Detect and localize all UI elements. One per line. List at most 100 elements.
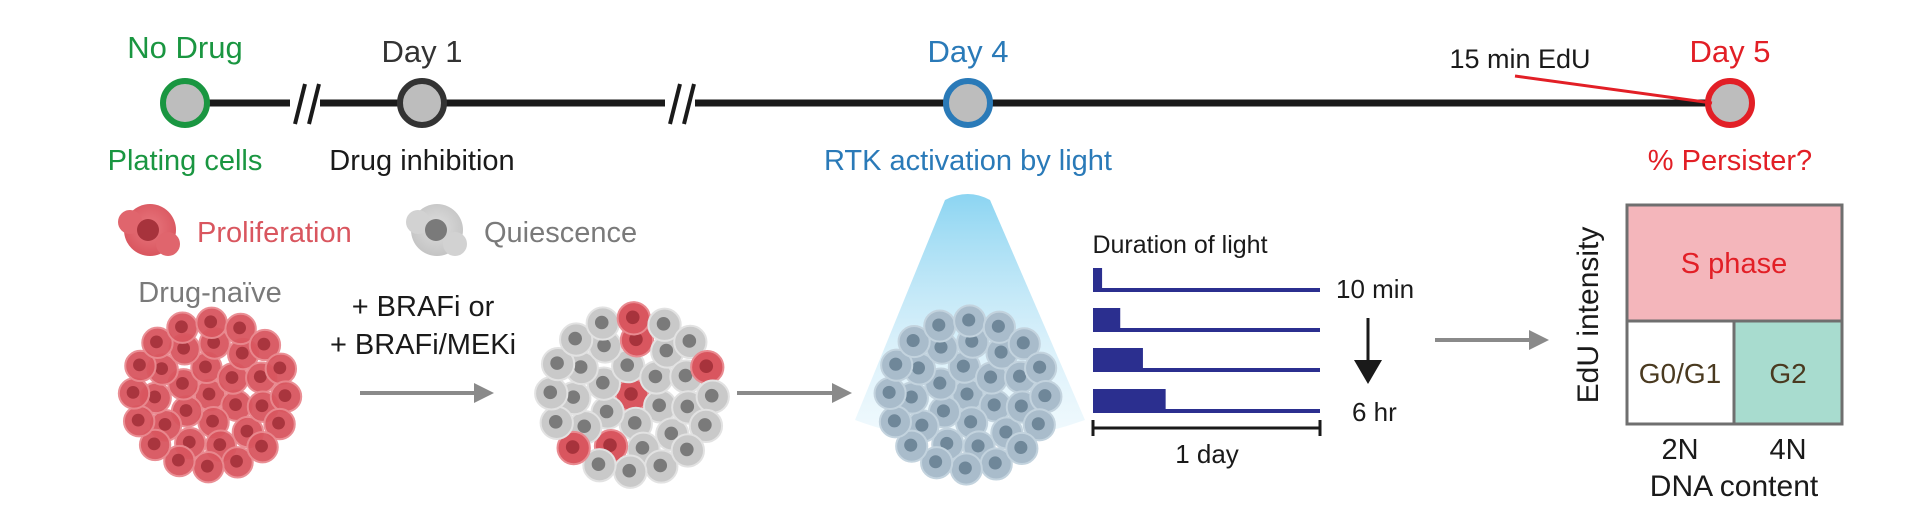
proliferation-cell-icon [118, 204, 180, 256]
cell [695, 379, 730, 414]
light-duration-row [1093, 268, 1320, 292]
cell [982, 310, 1016, 344]
plot-xlabel: DNA content [1650, 470, 1819, 503]
cell [878, 405, 912, 439]
cell [1029, 380, 1063, 414]
time-scale-label: 1 day [1175, 439, 1239, 469]
cell [269, 380, 303, 413]
cell [122, 404, 156, 438]
plot-ylabel: EdU intensity [1572, 227, 1605, 404]
timeline-marker-no-drug [160, 78, 210, 128]
cell [263, 407, 296, 441]
light-activated-cell-cluster [873, 304, 1063, 486]
cell [166, 311, 199, 344]
cell [613, 454, 648, 489]
light-duration-row [1093, 308, 1320, 332]
light-duration-title: Duration of light [1092, 231, 1267, 259]
drug-naive-label: Drug-naïve [138, 277, 281, 309]
timeline-marker-day4 [943, 78, 993, 128]
g2-region [1734, 321, 1842, 424]
treatment-label-line2: + BRAFi/MEKi [330, 329, 516, 361]
event-title-day4: Day 4 [928, 34, 1009, 69]
cell [920, 446, 954, 480]
g2-label: G2 [1769, 358, 1806, 389]
cell-cycle-plot: S phase G0/G1 G2 EdU intensity 2N 4N DNA… [1572, 203, 1844, 503]
cell-state-legend: Proliferation Quiescence [118, 204, 637, 256]
g0g1-region [1627, 321, 1734, 424]
light-pulse-bar [1093, 348, 1143, 370]
light-duration-row [1093, 348, 1320, 372]
event-title-day5: Day 5 [1690, 34, 1771, 69]
cell [582, 448, 617, 483]
drug-naive-cell-cluster [117, 306, 303, 484]
s-phase-label: S phase [1681, 248, 1787, 280]
cell [897, 324, 931, 359]
cell [117, 377, 151, 410]
timeline-break-1 [290, 83, 321, 125]
light-pulse-bar [1093, 389, 1166, 411]
light-duration-min-label: 10 min [1336, 274, 1414, 304]
cell [873, 376, 907, 410]
cell [1005, 431, 1039, 466]
light-duration-panel: Duration of light 10 min 6 hr 1 day [1091, 231, 1414, 469]
event-title-no-drug: No Drug [127, 30, 242, 65]
drug-treated-cell-cluster [534, 301, 730, 489]
edu-pulse-label: 15 min EdU [1449, 44, 1590, 74]
legend-proliferation-label: Proliferation [197, 217, 352, 249]
timeline-marker-day5 [1705, 78, 1755, 128]
cell [559, 322, 594, 357]
cell [895, 429, 929, 463]
cell [264, 352, 298, 386]
cell [1007, 327, 1041, 361]
cell [192, 450, 225, 484]
edu-pulse-pointer [1514, 74, 1713, 105]
tick-4n: 4N [1769, 434, 1806, 466]
timeline: No Drug Day 1 Day 4 Day 5 15 min EdU Pla… [108, 30, 1813, 177]
cell [639, 360, 674, 395]
cell [190, 351, 223, 385]
timeline-break-2 [665, 83, 696, 125]
cell [124, 349, 157, 383]
s-phase-region [1627, 205, 1842, 321]
event-title-day1: Day 1 [382, 34, 463, 69]
event-caption-plating: Plating cells [108, 145, 263, 177]
cell [974, 361, 1009, 395]
cell [670, 433, 705, 468]
cell [949, 452, 983, 486]
cell [540, 346, 576, 382]
cell [616, 301, 651, 336]
light-pulse-bar [1093, 268, 1103, 290]
cell [163, 444, 196, 478]
cell [923, 309, 957, 343]
light-duration-bars [1093, 268, 1320, 413]
timeline-marker-day1 [397, 78, 447, 128]
cell [979, 447, 1013, 481]
cell [141, 326, 174, 360]
event-caption-drug-inhibition: Drug inhibition [329, 145, 514, 177]
cell [224, 312, 257, 346]
cell [1022, 408, 1056, 442]
light-duration-row [1093, 389, 1320, 413]
tick-2n: 2N [1661, 434, 1698, 466]
cell [880, 348, 914, 382]
cell [953, 304, 987, 338]
event-caption-rtk-activation: RTK activation by light [824, 145, 1112, 177]
cell [688, 408, 724, 444]
cell [1024, 351, 1058, 385]
duration-increase-arrowhead [1354, 360, 1382, 384]
legend-quiescence-label: Quiescence [484, 217, 637, 249]
cell [673, 324, 708, 360]
cell [248, 328, 282, 362]
cell [556, 430, 591, 466]
cell [195, 306, 228, 340]
light-pulse-bar [1093, 308, 1121, 330]
cell [647, 307, 682, 342]
time-scale-bracket [1091, 420, 1322, 436]
cell [585, 306, 620, 341]
event-caption-persister: % Persister? [1648, 145, 1812, 177]
cell [246, 430, 279, 464]
cell [534, 376, 569, 411]
light-duration-max-label: 6 hr [1352, 397, 1397, 427]
cell [690, 350, 725, 385]
